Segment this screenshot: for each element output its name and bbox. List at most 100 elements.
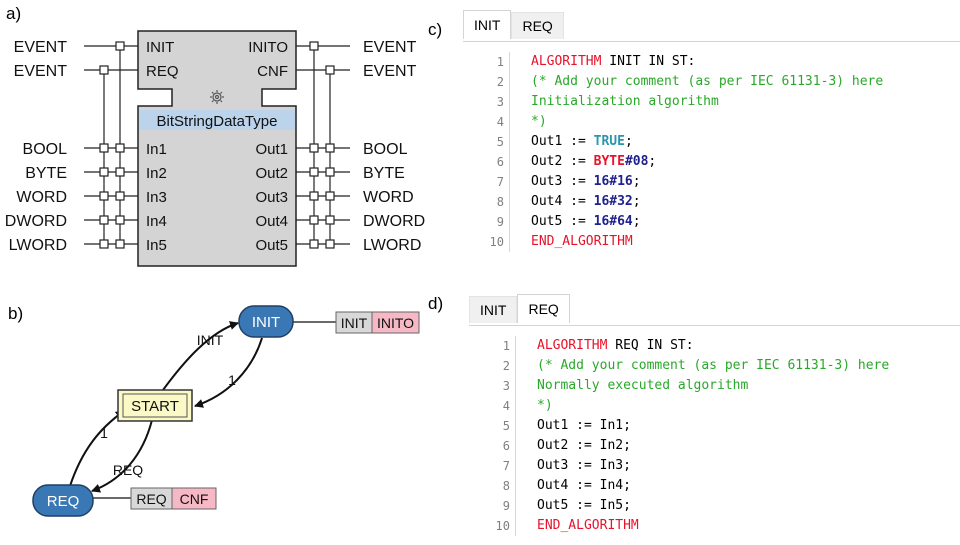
code-line[interactable]: ALGORITHM REQ IN ST:: [537, 336, 889, 356]
code-line[interactable]: Out5 := In5;: [537, 496, 889, 516]
code-token: (* Add your comment (as per IEC 61131-3)…: [531, 74, 884, 89]
data-input-name: In3: [146, 189, 167, 206]
transition-start-to-req[interactable]: [91, 419, 153, 493]
state-init[interactable]: [238, 305, 294, 338]
code-line[interactable]: END_ALGORITHM: [531, 232, 883, 252]
code-token: Out5 := In5;: [537, 498, 631, 513]
code-token: ;: [632, 174, 641, 189]
line-number: 9: [502, 499, 510, 513]
tab-init[interactable]: INIT: [469, 296, 518, 323]
right-data-type: BYTE: [363, 165, 405, 182]
code-token: BYTE: [593, 154, 625, 169]
data-input-name: In2: [146, 165, 167, 182]
transition-start-to-init[interactable]: [162, 321, 239, 391]
line-number: 3: [502, 379, 510, 393]
code-line[interactable]: *): [531, 112, 883, 132]
code-line[interactable]: Out2 := BYTE#08;: [531, 152, 883, 172]
code-token: *): [537, 398, 553, 413]
state-req[interactable]: [32, 484, 94, 517]
left-data-type: BYTE: [25, 165, 67, 182]
code-line[interactable]: END_ALGORITHM: [537, 516, 889, 536]
tab-init[interactable]: INIT: [463, 10, 512, 39]
transition-req-to-start[interactable]: [69, 410, 125, 487]
panel-label-b: b): [8, 304, 24, 323]
transition-label-one-a: 1: [228, 372, 236, 388]
code-token: INIT IN ST:: [601, 54, 696, 69]
panel-label-c: c): [428, 20, 443, 39]
ecc-diagram: INIT 1 1 REQ INIT INIT INITO START REQ R…: [32, 305, 420, 517]
right-event-type: EVENT: [363, 39, 417, 56]
data-output-name: Out1: [255, 141, 288, 158]
code-token: #08: [624, 154, 649, 169]
right-data-type: LWORD: [363, 237, 421, 254]
left-data-type: WORD: [16, 189, 67, 206]
code-token: ;: [648, 154, 657, 169]
code-lines[interactable]: ALGORITHM REQ IN ST: (* Add your comment …: [537, 336, 889, 536]
fb-body[interactable]: [137, 30, 297, 267]
code-token: Out3 :=: [531, 174, 594, 189]
code-token: END_ALGORITHM: [537, 518, 639, 533]
code-token: Out1 := In1;: [537, 418, 631, 433]
code-line[interactable]: *): [537, 396, 889, 416]
line-number: 8: [502, 479, 510, 493]
code-line[interactable]: Out2 := In2;: [537, 436, 889, 456]
code-line[interactable]: Out1 := In1;: [537, 416, 889, 436]
code-token: Out4 :=: [531, 194, 594, 209]
data-input-name: In5: [146, 237, 167, 254]
line-number: 1: [502, 339, 510, 353]
line-number: 8: [496, 195, 504, 209]
right-event-type: EVENT: [363, 63, 417, 80]
data-input-name: In4: [146, 213, 167, 230]
code-line[interactable]: Out1 := TRUE;: [531, 132, 883, 152]
code-line[interactable]: Out3 := 16#16;: [531, 172, 883, 192]
transition-init-to-start[interactable]: [194, 337, 263, 408]
line-number: 3: [496, 95, 504, 109]
action-req-output[interactable]: [171, 487, 217, 510]
data-output-name: Out4: [255, 213, 288, 230]
code-token: 16#64: [593, 214, 633, 229]
state-start-label: START: [131, 398, 179, 415]
event-output-name: INITO: [248, 39, 288, 56]
state-start[interactable]: [117, 389, 193, 422]
code-line[interactable]: Out4 := 16#32;: [531, 192, 883, 212]
tab-req[interactable]: REQ: [511, 12, 564, 39]
state-req-label: REQ: [47, 493, 80, 510]
transition-label-req: REQ: [113, 462, 143, 478]
code-token: TRUE: [593, 134, 625, 149]
line-number: 4: [502, 399, 510, 413]
code-token: Out2 := In2;: [537, 438, 631, 453]
code-line[interactable]: Out4 := In4;: [537, 476, 889, 496]
line-number: 6: [496, 155, 504, 169]
event-input-name: INIT: [146, 39, 174, 56]
left-data-type: LWORD: [9, 237, 67, 254]
code-line[interactable]: (* Add your comment (as per IEC 61131-3)…: [537, 356, 889, 376]
code-lines[interactable]: ALGORITHM INIT IN ST: (* Add your comment…: [531, 52, 883, 252]
code-line[interactable]: Initialization algorithm: [531, 92, 883, 112]
left-data-type: BOOL: [23, 141, 68, 158]
code-token: Out2 :=: [531, 154, 594, 169]
code-line[interactable]: Normally executed algorithm: [537, 376, 889, 396]
code-line[interactable]: Out5 := 16#64;: [531, 212, 883, 232]
line-number: 10: [489, 235, 504, 249]
code-token: ALGORITHM: [531, 54, 602, 69]
code-token: (* Add your comment (as per IEC 61131-3)…: [537, 358, 890, 373]
action-init-output[interactable]: [371, 311, 420, 334]
line-number: 4: [496, 115, 504, 129]
left-data-type: DWORD: [5, 213, 67, 230]
code-token: ;: [624, 134, 633, 149]
code-line[interactable]: Out3 := In3;: [537, 456, 889, 476]
tab-req[interactable]: REQ: [517, 294, 570, 323]
code-token: END_ALGORITHM: [531, 234, 633, 249]
code-token: ;: [632, 214, 641, 229]
action-req-algorithm-label: REQ: [136, 491, 166, 507]
action-init-algorithm-label: INIT: [341, 315, 368, 331]
code-line[interactable]: ALGORITHM INIT IN ST:: [531, 52, 883, 72]
line-number: 6: [502, 439, 510, 453]
code-line[interactable]: (* Add your comment (as per IEC 61131-3)…: [531, 72, 883, 92]
